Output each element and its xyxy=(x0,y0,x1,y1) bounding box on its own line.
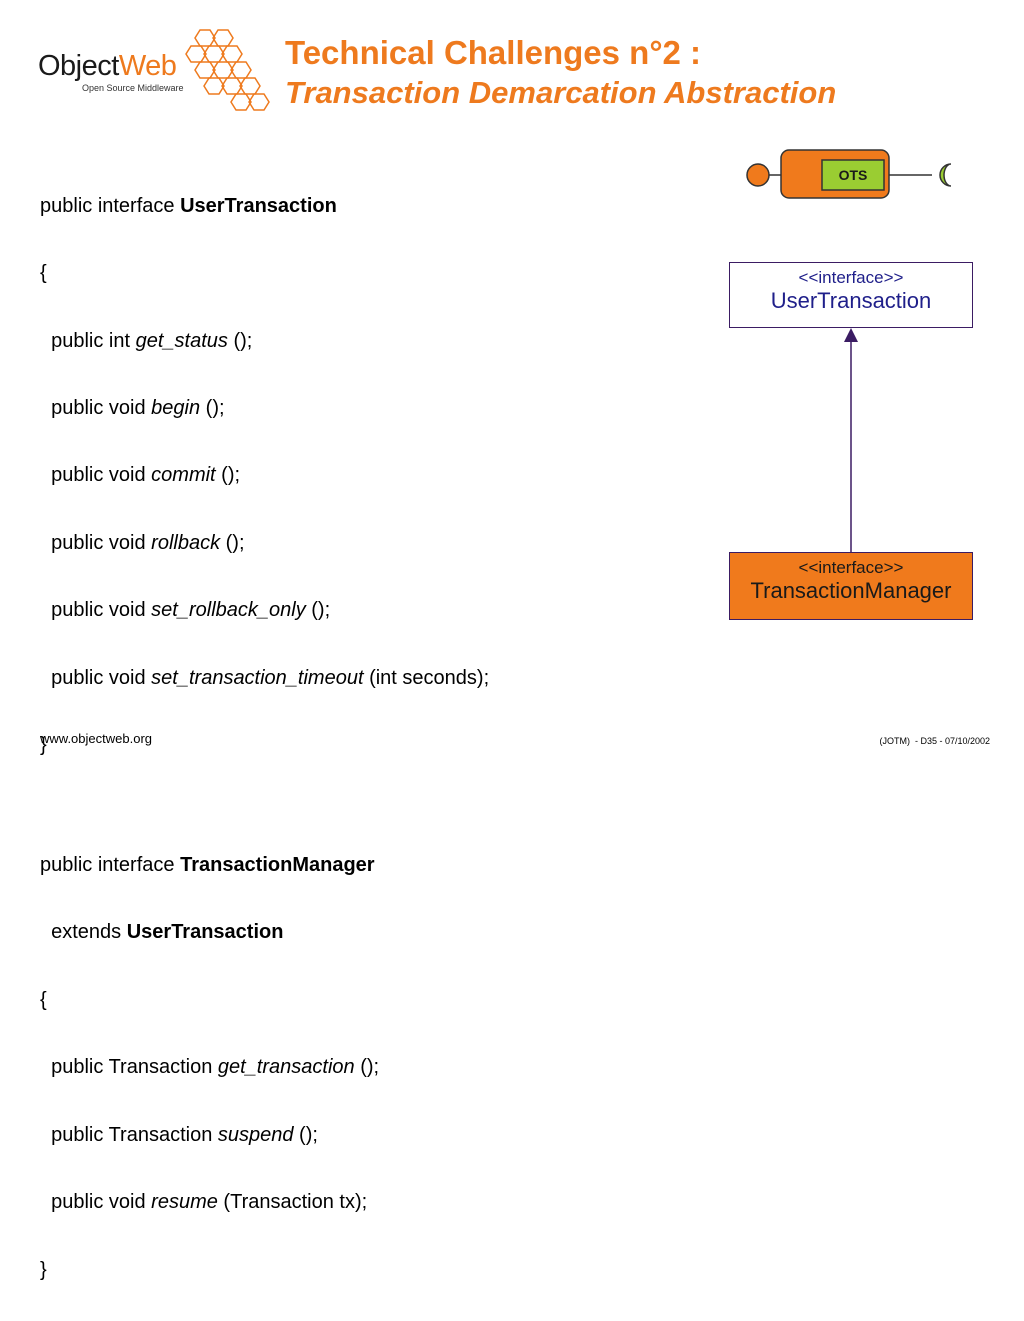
code-line: public void set_transaction_timeout (int… xyxy=(40,666,490,689)
code-line: public int get_status (); xyxy=(40,329,253,352)
uml-usertransaction-box: <<interface>> UserTransaction xyxy=(729,262,973,328)
logo-wordmark: ObjectWeb xyxy=(38,50,177,82)
footer-url: www.objectweb.org xyxy=(40,731,152,746)
provided-interface-icon xyxy=(746,163,770,187)
ut-close-brace: } xyxy=(40,733,47,756)
code-line: public Transaction get_transaction (); xyxy=(40,1056,380,1079)
tm-declaration: public interface TransactionManager xyxy=(40,854,375,877)
required-interface-icon xyxy=(939,163,952,187)
uml-transactionmanager-box: <<interface>> TransactionManager xyxy=(729,552,973,620)
slide-title: Technical Challenges n°2 : Transaction D… xyxy=(285,34,1005,112)
ut-declaration: public interface UserTransaction xyxy=(40,194,337,217)
ut-stereotype: <<interface>> xyxy=(798,268,904,287)
ut-class-name: UserTransaction xyxy=(770,288,932,313)
title-line-1: Technical Challenges n°2 : xyxy=(285,34,702,71)
tm-extends: extends UserTransaction xyxy=(40,921,284,944)
logo-subtitle: Open Source Middleware xyxy=(82,83,184,93)
code-line: public void rollback (); xyxy=(40,531,245,554)
ut-open-brace: { xyxy=(40,262,47,285)
code-line: public void commit (); xyxy=(40,464,241,487)
tm-close-brace: } xyxy=(40,1258,47,1281)
ots-component-diagram xyxy=(746,149,952,199)
ots-label-box xyxy=(821,159,885,191)
arrow-head-icon xyxy=(844,328,858,342)
code-line: public void resume (Transaction tx); xyxy=(40,1191,368,1214)
ots-label: OTS xyxy=(838,167,868,183)
code-line: public void begin (); xyxy=(40,396,225,419)
code-line: public void set_rollback_only (); xyxy=(40,599,331,622)
objectweb-logo: ObjectWeb Open Source Middleware xyxy=(30,25,280,115)
tm-stereotype: <<interface>> xyxy=(798,558,904,577)
hexagon-cluster-icon xyxy=(185,29,270,111)
footer-meta: (JOTM) - D35 - 07/10/2002 xyxy=(879,736,990,746)
code-line: public Transaction suspend (); xyxy=(40,1123,318,1146)
inheritance-arrow xyxy=(844,328,858,553)
tm-class-name: TransactionManager xyxy=(750,578,952,603)
title-line-2: Transaction Demarcation Abstraction xyxy=(285,75,837,110)
tm-open-brace: { xyxy=(40,988,47,1011)
